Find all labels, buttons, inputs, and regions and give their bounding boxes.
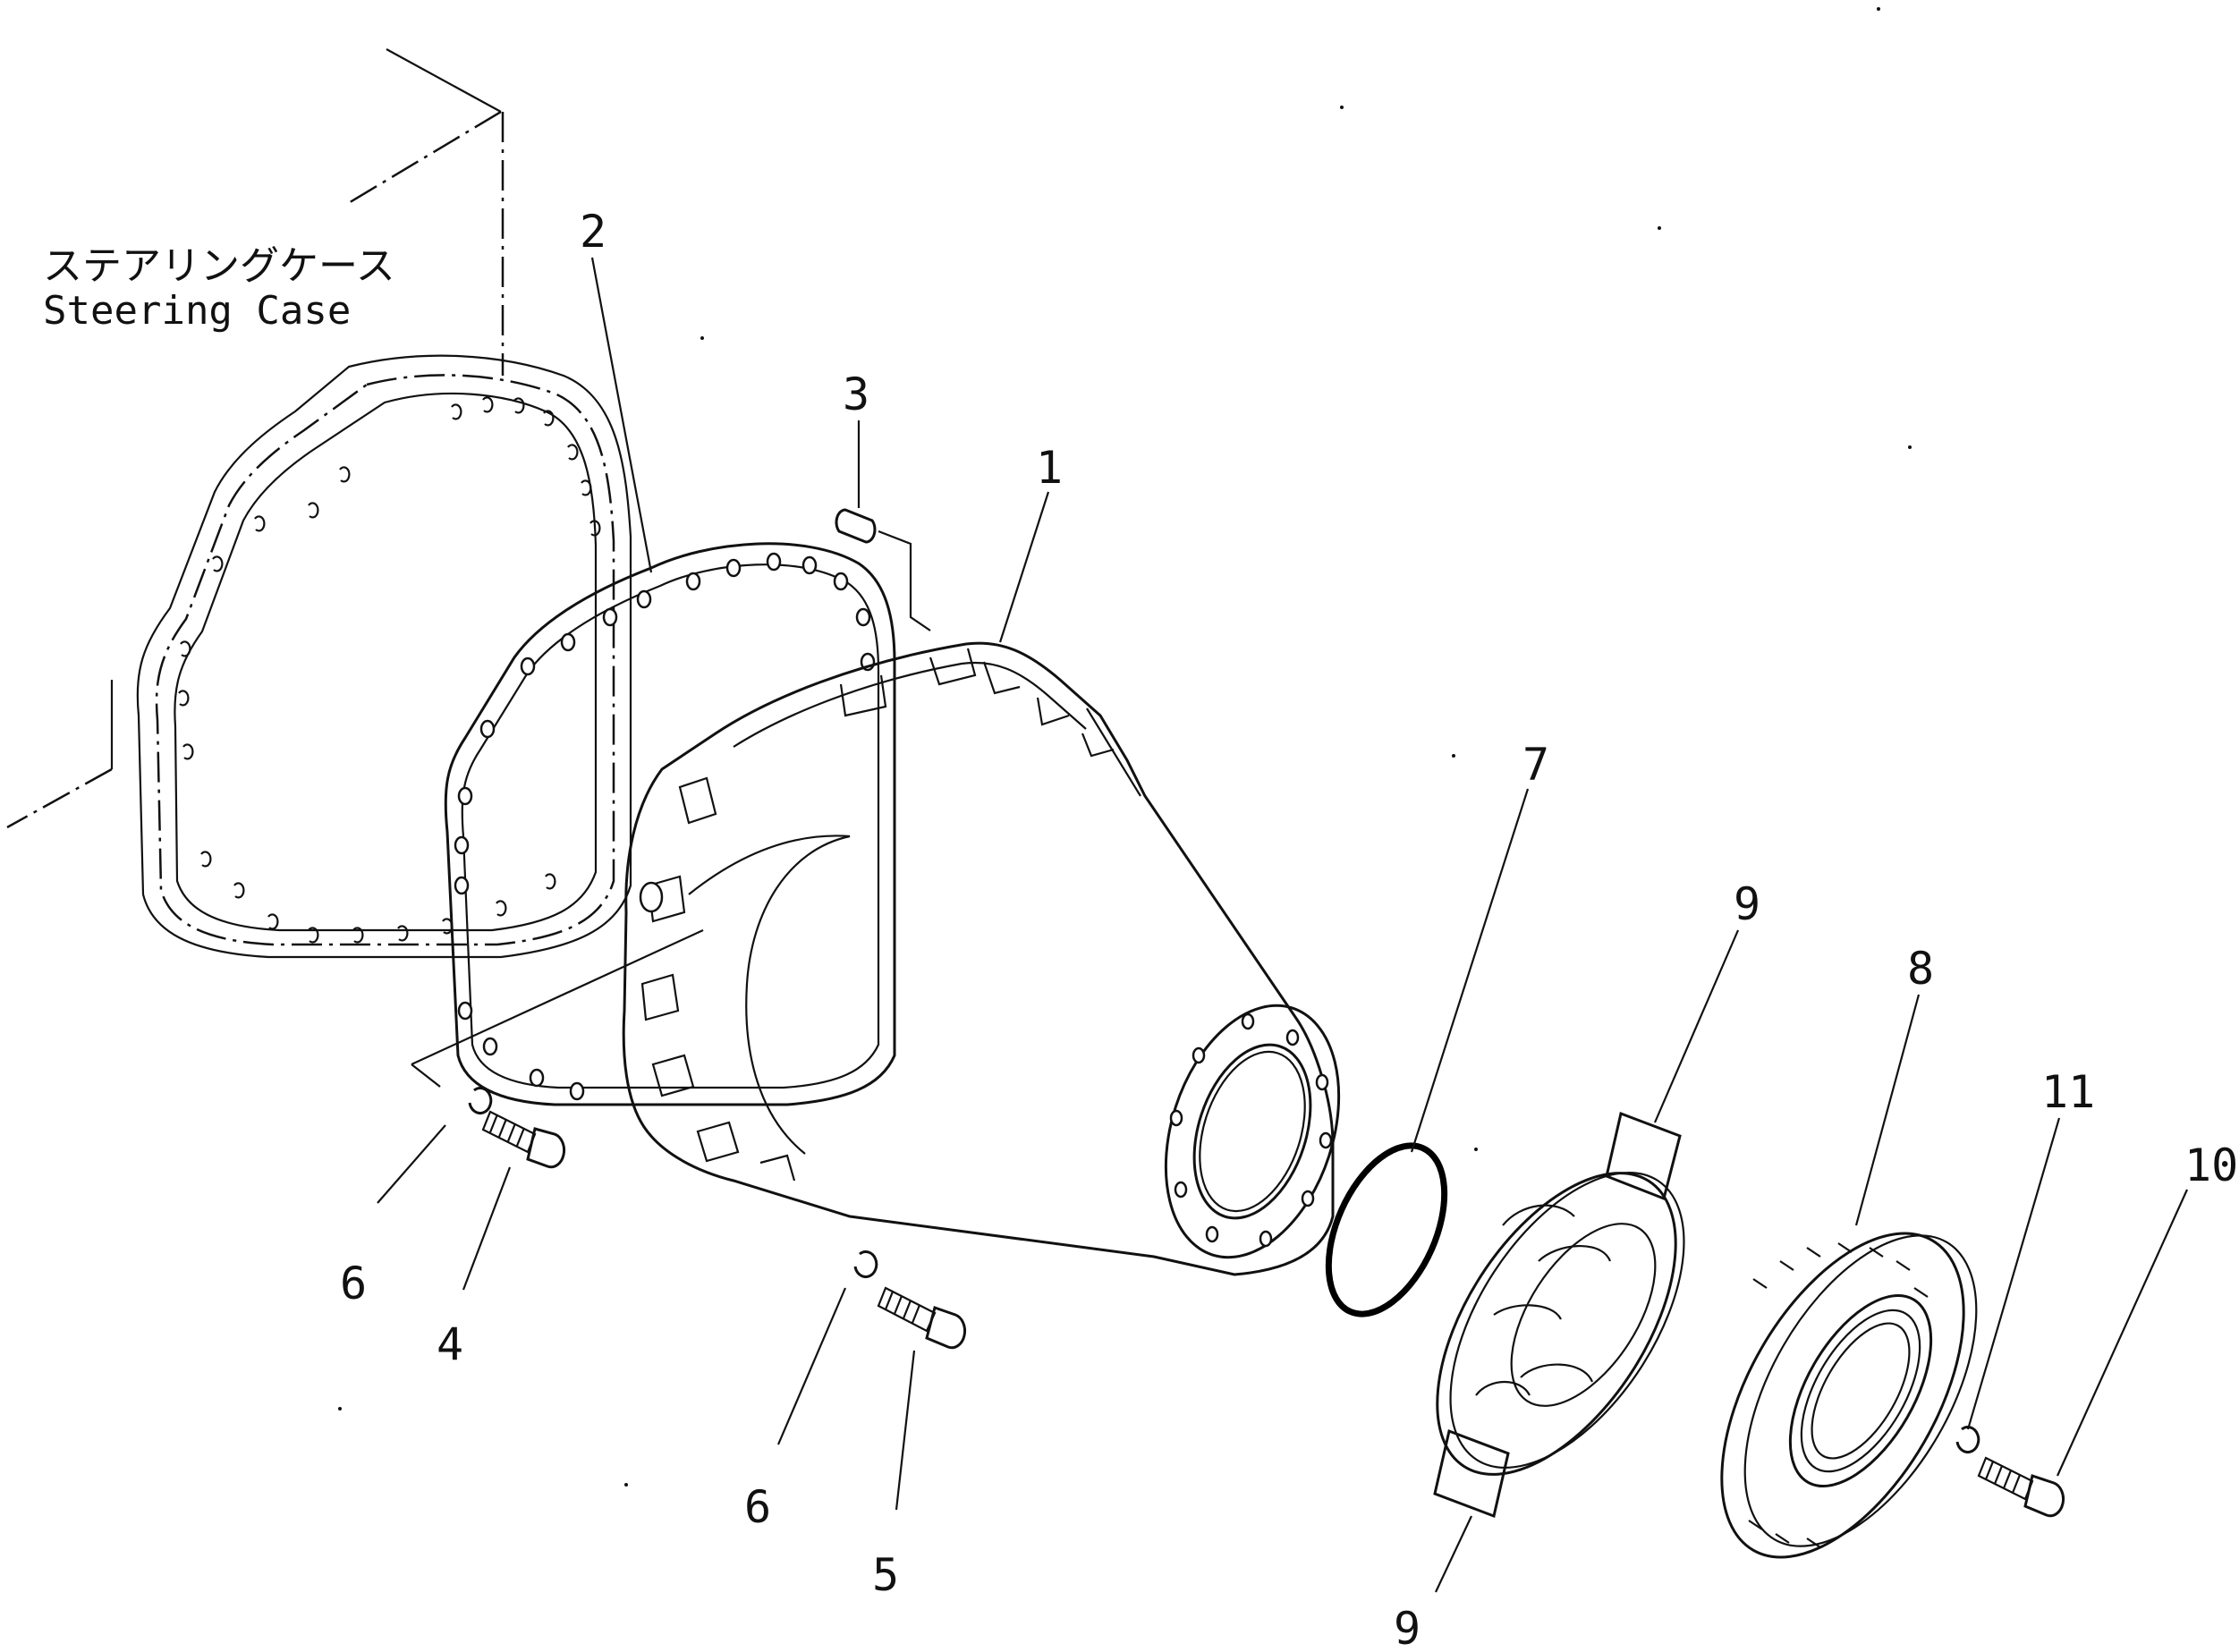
callout-3: 3 — [843, 369, 869, 420]
bolt-part-4 — [481, 1110, 566, 1169]
callout-7: 8 — [1907, 943, 1934, 995]
callout-1: 1 — [1036, 442, 1063, 494]
gasket-part-2 — [444, 542, 896, 1106]
callout-6-left: 6 — [340, 1258, 367, 1309]
bolt-assembly-center — [853, 1250, 967, 1350]
callout-2: 2 — [580, 206, 606, 258]
steering-case-label-en: Steering Case — [43, 288, 351, 334]
gasket-bolt-holes — [454, 552, 876, 1101]
steering-case-label-jp: ステアリングケース — [43, 243, 395, 289]
housing-flange-holes — [1169, 1012, 1333, 1248]
bolt-part-5 — [877, 1286, 967, 1350]
washer-part-6-left — [468, 1087, 493, 1114]
steering-case-outline — [6, 48, 632, 959]
dowel-pin-part-3 — [835, 508, 931, 631]
retainer-part-7 — [1720, 1232, 1978, 1559]
bolt-part-10 — [1977, 1456, 2065, 1518]
callout-8: 7 — [1522, 739, 1549, 791]
callout-11: 11 — [2041, 1066, 2095, 1118]
washer-part-6-center — [853, 1250, 878, 1278]
cover-housing-part-1 — [622, 641, 1341, 1276]
callout-6-center: 6 — [744, 1481, 771, 1533]
callout-9-bottom: 9 — [1394, 1603, 1421, 1652]
callout-10: 10 — [2184, 1139, 2238, 1191]
shim-part-9 — [1433, 1111, 1685, 1519]
bolt-assembly-right — [1955, 1426, 2065, 1518]
callout-5: 5 — [872, 1549, 899, 1601]
case-bolt-holes — [178, 396, 601, 944]
bolt-assembly-left — [411, 929, 704, 1169]
callout-4: 4 — [437, 1318, 463, 1370]
callout-9-top: 9 — [1734, 878, 1760, 930]
callouts: 2 3 1 7 9 8 11 10 6 4 6 5 9 — [340, 206, 2238, 1652]
leader-lines — [377, 257, 2189, 1593]
o-ring-part-8 — [1325, 1142, 1448, 1317]
washer-part-11 — [1955, 1426, 1980, 1453]
scan-specks — [338, 7, 1912, 1487]
